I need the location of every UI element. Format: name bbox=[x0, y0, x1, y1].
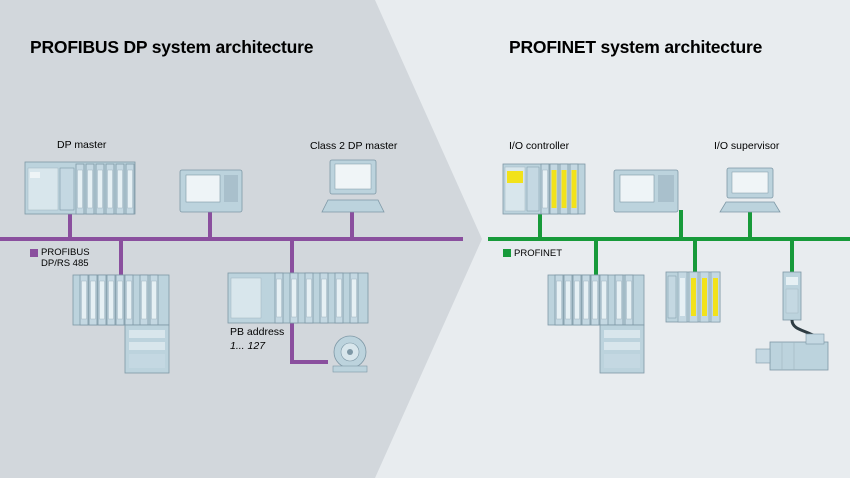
motor-icon bbox=[332, 335, 368, 373]
io-controller-label: I/O controller bbox=[509, 140, 570, 152]
distributed-io-left bbox=[72, 274, 170, 374]
profibus-label: PROFIBUS bbox=[41, 247, 90, 258]
pb-address-rack bbox=[227, 272, 369, 324]
io-controller-device bbox=[502, 163, 586, 215]
dp-master-device bbox=[24, 161, 136, 215]
hmi-panel-right bbox=[613, 169, 679, 213]
profinet-legend-swatch bbox=[503, 249, 511, 257]
pb-address-range: 1... 127 bbox=[230, 340, 266, 352]
left-title: PROFIBUS DP system architecture bbox=[30, 37, 314, 57]
io-supervisor-label: I/O supervisor bbox=[714, 140, 780, 152]
class2-master-label: Class 2 DP master bbox=[310, 140, 398, 152]
pb-address-label: PB address bbox=[230, 326, 285, 338]
profibus-sublabel: DP/RS 485 bbox=[41, 258, 89, 269]
dp-master-label: DP master bbox=[57, 139, 107, 151]
profibus-legend-swatch bbox=[30, 249, 38, 257]
servo-motor bbox=[755, 333, 829, 371]
hmi-panel-left bbox=[179, 169, 243, 213]
class2-workstation bbox=[321, 159, 385, 213]
right-title: PROFINET system architecture bbox=[509, 37, 763, 57]
drive-unit bbox=[782, 271, 802, 321]
profinet-label: PROFINET bbox=[514, 248, 563, 259]
distributed-io-right bbox=[547, 274, 645, 374]
io-supervisor-workstation bbox=[719, 167, 781, 213]
safety-io-module bbox=[665, 271, 721, 323]
